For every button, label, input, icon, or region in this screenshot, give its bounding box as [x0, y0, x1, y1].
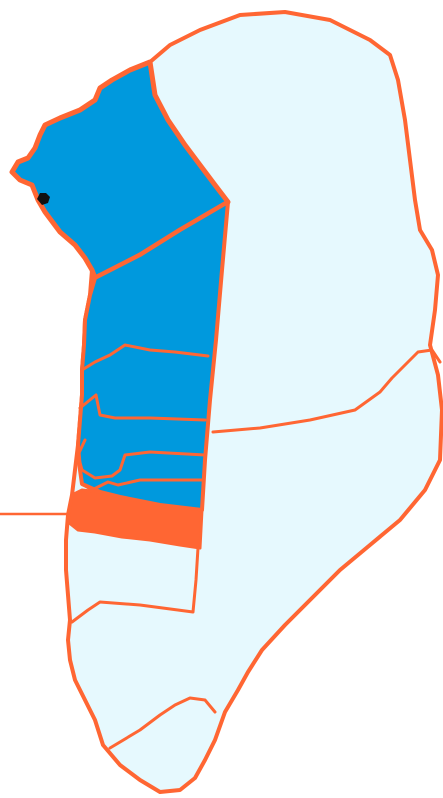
blue-subregion-2[interactable]: [78, 393, 207, 422]
blue-subregion-3[interactable]: [76, 438, 207, 480]
south-region-upper[interactable]: [70, 546, 200, 624]
south-region-lower[interactable]: [108, 696, 217, 750]
east-region[interactable]: [211, 348, 442, 434]
location-dot-marker[interactable]: [37, 193, 50, 205]
blue-subregion-4[interactable]: [80, 478, 204, 492]
blue-subregion-1[interactable]: [80, 343, 210, 372]
orange-highlight-region[interactable]: [66, 488, 204, 550]
